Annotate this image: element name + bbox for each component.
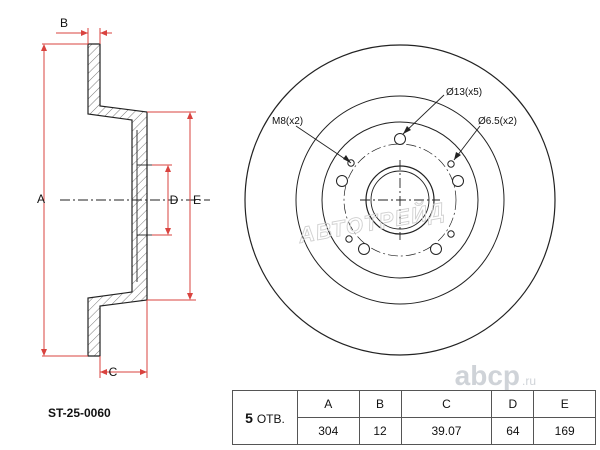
value-b: 12 [358, 417, 402, 445]
part-number: ST-25-0060 [48, 406, 111, 420]
spec-table-header-row: 5 ОТВ. A B C D E [232, 390, 596, 445]
header-a: A [297, 390, 360, 418]
spec-table: 5 ОТВ. A B C D E 304 12 39.07 64 169 [232, 390, 596, 445]
dimension-b: B [56, 16, 112, 44]
hat-outer-edge [321, 121, 479, 279]
holes-label: ОТВ. [256, 411, 285, 426]
spec-table-value-row: 304 12 39.07 64 169 [233, 417, 596, 445]
callout-hole13: Ø13(x5) [402, 87, 482, 135]
label-a: A [37, 192, 45, 206]
label-d: D [170, 193, 179, 207]
logo-domain: .ru [522, 374, 536, 388]
callout-m8: M8(x2) [272, 116, 352, 164]
front-view: M8(x2) Ø13(x5) Ø6.5(x2) [244, 44, 556, 356]
callout-hole65-text: Ø6.5(x2) [478, 116, 517, 127]
disc-outer-edge [244, 44, 556, 356]
callout-m8-text: M8(x2) [272, 116, 303, 127]
holes-cell: 5 ОТВ. [232, 390, 298, 445]
callout-hole13-text: Ø13(x5) [446, 87, 482, 98]
value-e: 169 [533, 417, 596, 445]
holes-count: 5 [245, 409, 253, 426]
small-hole-2 [447, 230, 455, 238]
abcp-logo: abcp .ru [455, 360, 536, 391]
side-view: A B C D [37, 16, 210, 379]
label-c: C [109, 365, 118, 379]
dimension-e: E [147, 111, 201, 301]
label-b: B [60, 16, 68, 30]
friction-ring-inner-edge [295, 95, 505, 305]
stud-hole-2 [452, 175, 464, 187]
dimension-c: C [99, 300, 148, 379]
small-hole-1 [447, 160, 455, 168]
stud-hole-5 [336, 175, 348, 187]
value-d: 64 [491, 417, 535, 445]
header-b: B [358, 390, 402, 418]
threaded-hole-2 [345, 235, 353, 243]
stud-hole-1 [394, 133, 406, 145]
label-e: E [193, 193, 201, 207]
stud-hole-3 [430, 243, 442, 255]
dimension-a: A [37, 43, 88, 357]
header-d: D [491, 390, 535, 418]
value-c: 39.07 [400, 417, 493, 445]
dimension-d: D [152, 164, 179, 236]
logo-name: abcp [455, 360, 520, 391]
bolt-circle [343, 143, 457, 257]
stud-hole-4 [358, 243, 370, 255]
header-e: E [533, 390, 596, 418]
callout-hole65: Ø6.5(x2) [453, 116, 517, 161]
value-a: 304 [297, 417, 360, 445]
header-c: C [400, 390, 493, 418]
